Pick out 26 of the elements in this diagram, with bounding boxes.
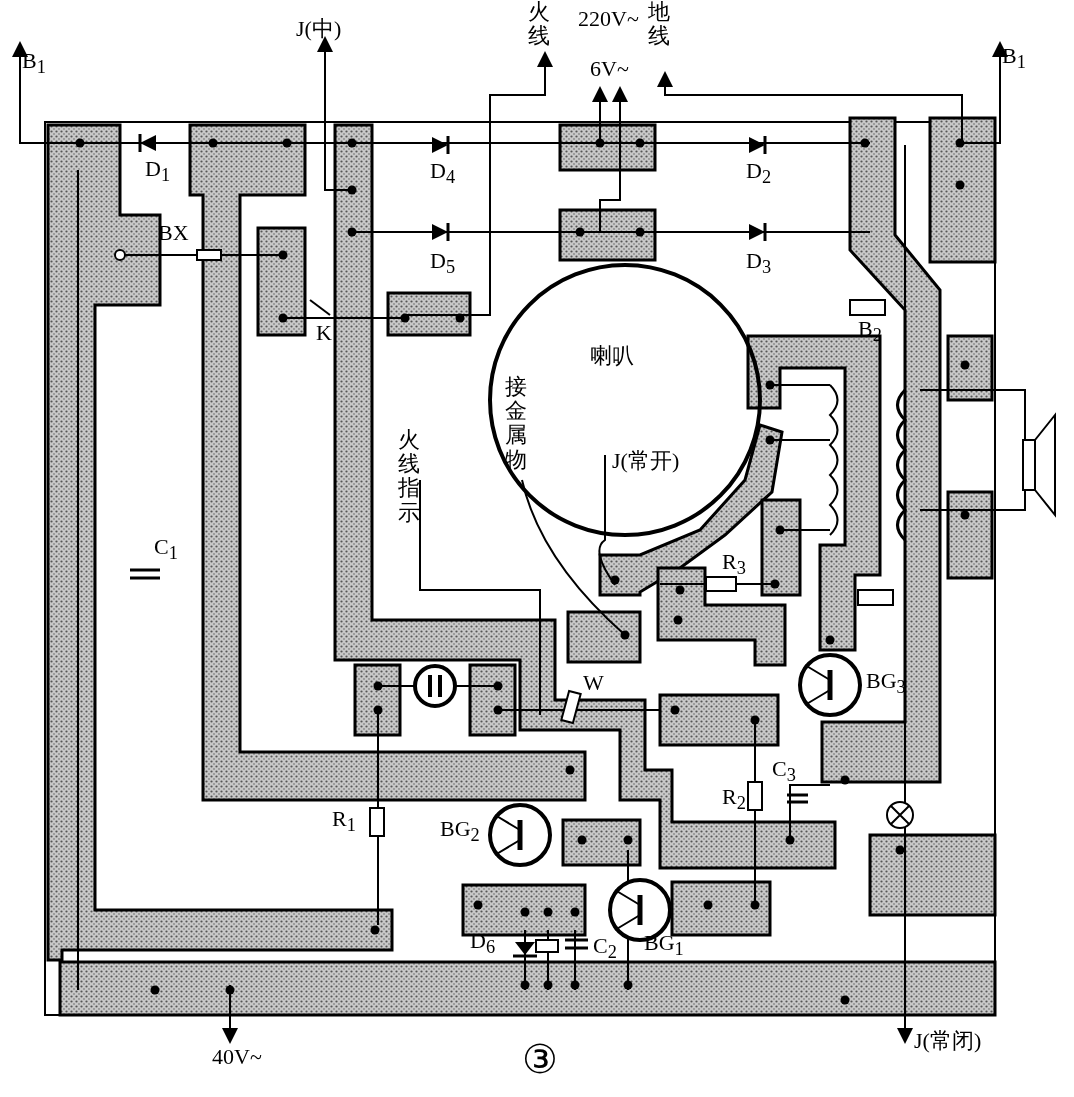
component-label: BG$_{2}$ (440, 818, 480, 845)
component-label: C$_{2}$ (593, 935, 617, 962)
component-label: C$_{3}$ (772, 758, 796, 785)
component-label: D$_{3}$ (746, 250, 772, 277)
component-label: 喇叭 (590, 345, 634, 367)
note-text: J(常开) (612, 450, 680, 472)
note-text: 接金属物 (505, 375, 528, 472)
component-label: R$_{2}$ (722, 786, 746, 813)
terminal-label: 火线 (528, 0, 551, 49)
component-label: D$_{1}$ (145, 158, 171, 185)
component-label: C$_{1}$ (154, 536, 178, 563)
component-label: D$_{4}$ (430, 160, 456, 187)
note-text: 火线指示 (398, 428, 421, 525)
terminal-label: J(常闭) (914, 1030, 982, 1052)
component-label: R$_{3}$ (722, 551, 746, 578)
component-label: R$_{1}$ (332, 808, 356, 835)
component-label: W (583, 672, 604, 694)
component-label: K (316, 322, 332, 344)
terminal-label: J(中) (296, 18, 342, 40)
voltage-label: 40V~ (212, 1046, 262, 1068)
component-label: D$_{2}$ (746, 160, 772, 187)
component-label: D$_{5}$ (430, 250, 456, 277)
voltage-label: 6V~ (590, 58, 629, 80)
voltage-label: 220V~ (578, 8, 639, 30)
terminal-label: 地线 (648, 0, 671, 49)
figure-number: ③ (522, 1040, 558, 1080)
